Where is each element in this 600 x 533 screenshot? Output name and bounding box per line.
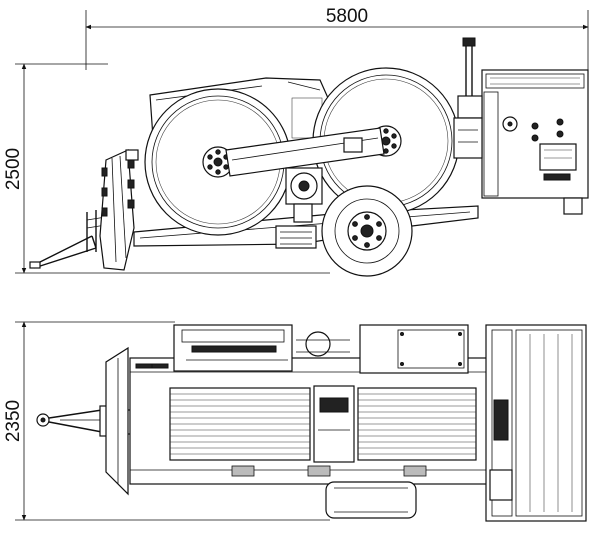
engine-enclosure-top xyxy=(485,324,587,522)
dimension-width-label: 2350 xyxy=(3,400,24,442)
drum-link-beam xyxy=(225,127,385,177)
hydraulic-tank xyxy=(359,324,469,374)
dimension-height: 2500 xyxy=(3,63,330,274)
dimension-height-label: 2500 xyxy=(3,148,24,190)
exhaust-mast xyxy=(453,37,483,159)
drive-unit xyxy=(173,324,350,372)
road-wheel-top xyxy=(325,481,417,519)
deck-feet xyxy=(231,465,427,477)
gearbox xyxy=(285,167,323,223)
dimension-length-label: 5800 xyxy=(326,6,368,27)
front-guide-frame xyxy=(99,149,139,271)
drum-left-top xyxy=(169,387,311,461)
dimension-width: 2350 xyxy=(3,321,330,521)
front-guide-plate xyxy=(105,346,129,496)
drum-right-top xyxy=(357,387,477,461)
bull-wheel-left xyxy=(144,88,292,236)
side-view xyxy=(29,37,589,277)
engine-housing xyxy=(481,69,589,215)
top-view xyxy=(36,324,587,522)
road-wheel xyxy=(321,185,413,277)
dimension-length: 5800 xyxy=(85,6,589,72)
tow-bar xyxy=(29,210,113,269)
centre-gear-block xyxy=(313,385,355,463)
